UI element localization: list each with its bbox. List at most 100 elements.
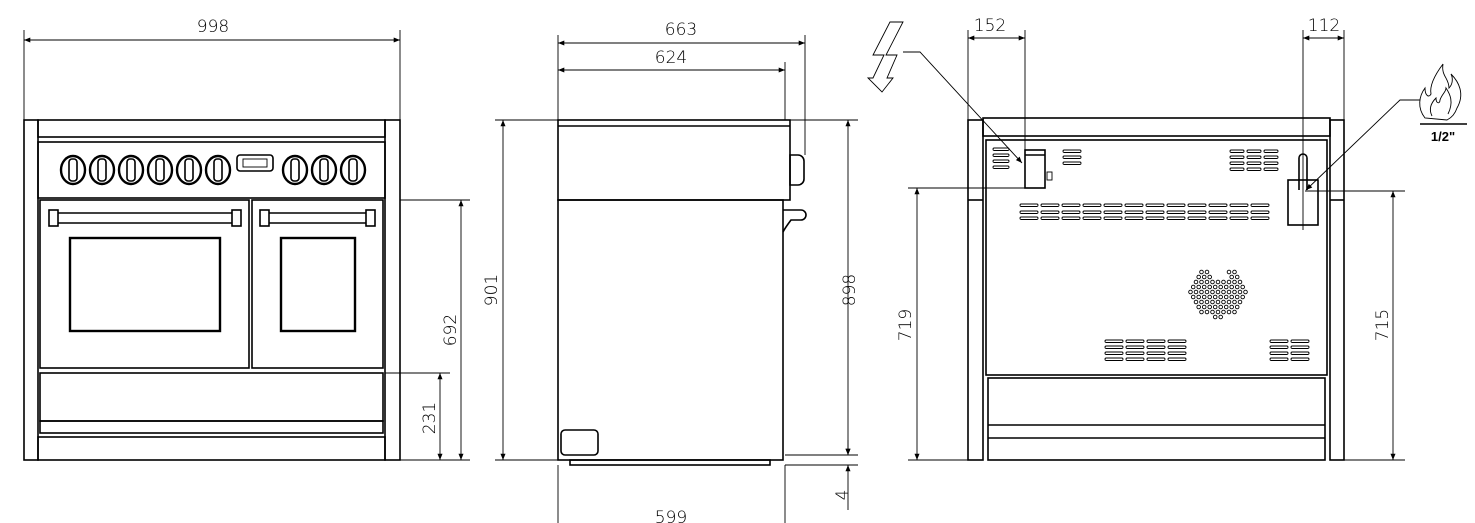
cooktop-rail [37,119,386,138]
vent-slot [1145,210,1165,214]
vent-slot [1246,149,1262,153]
left-side-panel [23,119,39,461]
vent-slot [1229,203,1249,207]
vent-slot [1125,345,1145,349]
knob-profile [789,154,805,186]
vent-slot [1263,155,1279,159]
fan-grille [1188,269,1248,320]
vent-slot [1290,351,1310,355]
front-view: 998 692 231 [23,17,470,461]
vent-slot [1104,345,1124,349]
knob-icon [88,154,116,186]
vent-slot [1146,339,1166,343]
vent-slot [1082,203,1102,207]
vent-slot [1246,167,1262,171]
vent-slot [1269,339,1289,343]
vent-slot [1250,203,1270,207]
vent-slot [1104,351,1124,355]
vent-slot [1263,161,1279,165]
drawer-trim [39,420,384,434]
plinth [37,436,386,461]
vent-slot [1269,345,1289,349]
ventilation-slots [992,147,1310,361]
vent-slot [1040,216,1060,220]
vent-slot [1250,210,1270,214]
vent-slot [1290,339,1310,343]
right-oven-window [279,236,357,333]
left-oven-window [68,236,222,333]
knob-icon [339,154,367,186]
right-oven-door [251,199,384,369]
gas-flame-icon [1419,63,1467,125]
electric-offset-dimension-label: 152 [974,16,1006,36]
vent-slot [1167,357,1187,361]
knob-icon [59,154,87,186]
vent-slot [1145,203,1165,207]
timer-display [236,154,274,172]
knob-icon [281,154,309,186]
knob-icon [204,154,232,186]
side-body [557,199,784,461]
vent-slot [1250,216,1270,220]
vent-slot [1167,339,1187,343]
vent-slot [1187,210,1207,214]
vent-slot [1061,203,1081,207]
vent-slot [1125,351,1145,355]
vent-slot [1166,210,1186,214]
vent-slot [992,147,1010,151]
vent-slot [1229,149,1245,153]
door-handle-profile [782,209,807,233]
vent-slot [1146,351,1166,355]
vent-slot [1125,357,1145,361]
vent-slot [1019,216,1039,220]
left-door-handle [48,209,242,227]
drawer-height-dimension-label: 231 [420,402,440,434]
rear-right-side [1329,119,1345,461]
side-label-plate [560,429,599,456]
vent-slot [1146,357,1166,361]
vent-slot [1146,345,1166,349]
vent-slot [1124,216,1144,220]
knob-icon [117,154,145,186]
vent-slot [1019,210,1039,214]
electric-leader-line [903,51,1023,164]
vent-slot [1290,345,1310,349]
body-height-dimension-label: 898 [840,274,860,306]
rear-view: 152 112 719 715 1/2" [866,16,1467,461]
vent-slot [1229,210,1249,214]
vent-slot [1246,161,1262,165]
body-depth-dimension-label: 624 [655,48,687,68]
rear-lower-panel [987,377,1326,461]
overall-height-dimension-label: 901 [482,274,502,306]
vent-slot [1263,167,1279,171]
vent-slot [1166,216,1186,220]
gas-height-dimension-label: 715 [1373,309,1393,341]
vent-slot [1208,210,1228,214]
vent-slot [1229,155,1245,159]
vent-slot [1290,357,1310,361]
vent-slot [1104,339,1124,343]
base-depth-dimension-label: 599 [655,508,687,523]
vent-slot [1145,216,1165,220]
control-knobs [59,154,367,186]
rear-panel [985,139,1328,376]
vent-slot [1124,210,1144,214]
vent-slot [1104,357,1124,361]
vent-slot [992,159,1010,163]
knob-icon [146,154,174,186]
vent-slot [1040,203,1060,207]
knob-icon [175,154,203,186]
vent-slot [1061,216,1081,220]
vent-slot [1061,210,1081,214]
vent-slot [1269,351,1289,355]
vent-slot [1062,155,1082,159]
vent-slot [1246,155,1262,159]
oven-height-dimension-label: 692 [441,314,461,346]
vent-slot [1103,203,1123,207]
gas-connection-size-label: 1/2" [1431,129,1455,144]
right-door-handle [259,209,376,227]
vent-slot [1166,203,1186,207]
right-side-panel [384,119,401,461]
control-panel [37,141,386,199]
